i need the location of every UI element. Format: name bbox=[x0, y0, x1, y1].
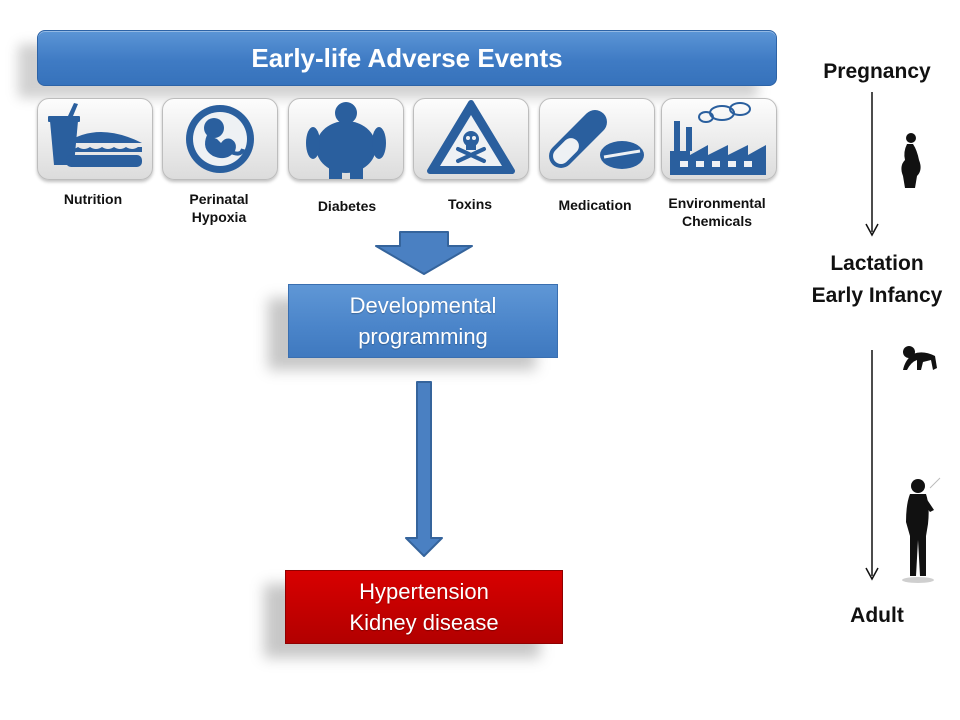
developmental-programming-box: Developmental programming bbox=[288, 284, 558, 358]
event-label-environmental-chemicals-text: Environmental Chemicals bbox=[668, 195, 766, 229]
factory-icon bbox=[670, 102, 766, 175]
stage-early-infancy: Early Infancy bbox=[811, 284, 943, 307]
tile-environmental-chemicals bbox=[661, 98, 777, 180]
event-label-diabetes: Diabetes bbox=[317, 198, 377, 214]
stage-lactation: Lactation bbox=[830, 252, 924, 275]
stage-pregnancy: Pregnancy bbox=[823, 60, 931, 83]
developmental-programming-line1: Developmental bbox=[349, 293, 497, 318]
event-label-perinatal-hypoxia: Perinatal Hypoxia bbox=[157, 190, 281, 226]
adult-man-icon bbox=[902, 477, 941, 583]
fetus-icon bbox=[186, 105, 254, 173]
event-label-medication: Medication bbox=[558, 197, 632, 213]
tile-perinatal-hypoxia bbox=[162, 98, 278, 180]
event-label-nutrition: Nutrition bbox=[63, 191, 123, 207]
down-arrow-outcome bbox=[405, 381, 443, 557]
toxin-icon bbox=[427, 100, 515, 174]
event-label-toxins: Toxins bbox=[447, 196, 493, 212]
stage-adult: Adult bbox=[850, 604, 904, 627]
developmental-programming-line2: programming bbox=[358, 324, 488, 349]
obesity-icon bbox=[306, 102, 386, 179]
pill-icon bbox=[549, 110, 644, 169]
tile-toxins bbox=[413, 98, 529, 180]
crawling-baby-icon bbox=[903, 346, 937, 370]
tile-medication bbox=[539, 98, 655, 180]
food-icon bbox=[48, 103, 142, 167]
outcome-line2: Kidney disease bbox=[349, 610, 499, 635]
timeline-arrow-2 bbox=[865, 350, 879, 581]
down-arrow-events bbox=[375, 231, 473, 275]
tile-nutrition bbox=[37, 98, 153, 180]
banner-title: Early-life Adverse Events bbox=[251, 42, 563, 73]
event-label-environmental-chemicals: Environmental Chemicals bbox=[649, 194, 785, 230]
outcome-text: Hypertension Kidney disease bbox=[349, 576, 498, 638]
outcome-line1: Hypertension bbox=[359, 579, 489, 604]
banner: Early-life Adverse Events bbox=[37, 30, 777, 86]
tile-diabetes bbox=[288, 98, 404, 180]
timeline-arrow-1 bbox=[865, 92, 879, 237]
outcome-box: Hypertension Kidney disease bbox=[285, 570, 563, 644]
developmental-programming-text: Developmental programming bbox=[350, 290, 497, 352]
event-label-perinatal-hypoxia-text: Perinatal Hypoxia bbox=[189, 191, 249, 225]
pregnant-woman-icon bbox=[901, 133, 921, 188]
